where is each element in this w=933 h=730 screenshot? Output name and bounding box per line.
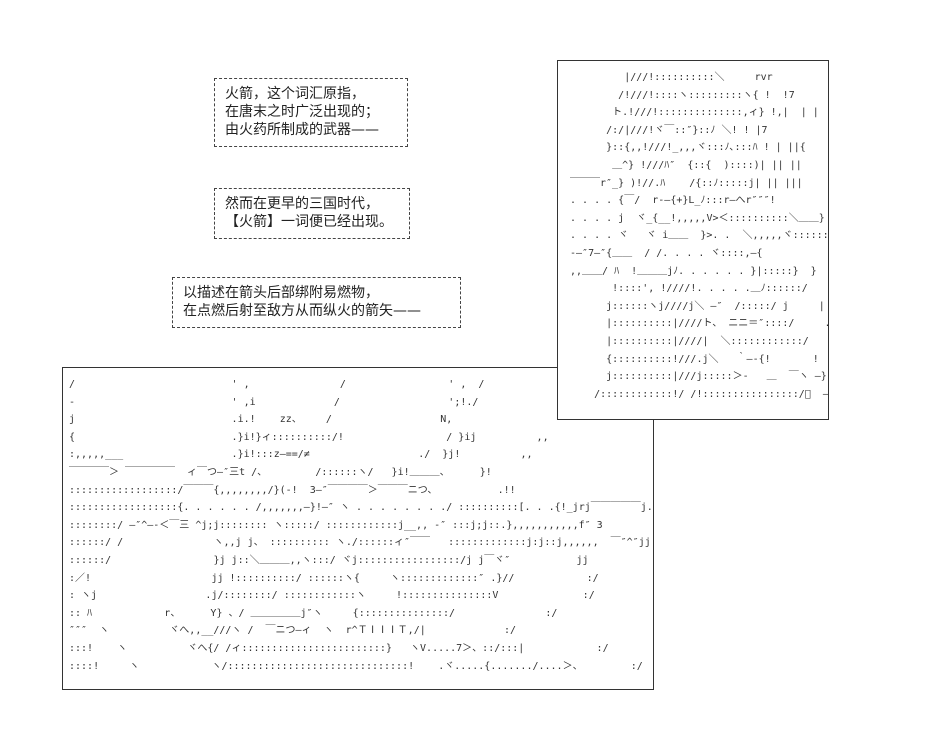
ascii-art-line: :: ﾊ r、 Y} 、/ ＿＿＿＿＿j″ヽ {:::::::::::::::/…	[69, 607, 558, 619]
ascii-art-line: : ヽj .j/::::::::/ ::::::::::::ヽ !:::::::…	[69, 590, 595, 602]
ascii-art-line: :::! ヽ ヾへ{/ /ィ::::::::::::::::::::::::} …	[69, 642, 609, 654]
caption-line: 火箭，这个词汇原指，	[225, 86, 365, 102]
ascii-art-line: . . . . j ヾ_{__!,,,,,V>＜::::::::::＼＿＿}	[564, 212, 825, 224]
ascii-art-rockets: / ' , / ' , / - ' ,i / ';!./ j .i.! zz、 / …	[69, 376, 653, 675]
ascii-art-line: |::::::::::|////ト、 ニニ＝″::::/ .|	[564, 318, 829, 330]
ascii-art-line: :／! jj !::::::::::/ ::::::ヽ{ ヽ::::::::::…	[69, 572, 599, 584]
ascii-art-line: /:/|///!ヾ￣::″}::ﾉ ＼! ! |7	[564, 124, 768, 136]
ascii-art-line: {::::::::::!///.j＼ ｀―-{! !	[564, 353, 819, 365]
ascii-art-line: j::::::::::|///j:::::＞- ＿ ￣ヽ ―}	[564, 371, 827, 383]
ascii-art-character: |///!::::::::::＼ rvr /!///!::::ヽ::::::::…	[564, 69, 828, 403]
ascii-art-line: !::::', !////!. . . . .＿ﾉ::::::/ .;	[564, 283, 829, 295]
ascii-art-line: ::::::/ / ヽ,,j j、 :::::::::: ヽ./::::::ィ″…	[69, 537, 651, 549]
ascii-art-line: |::::::::::|////| ＼::::::::::::/ !	[564, 335, 829, 347]
ascii-art-line: . . . . {￣/ r-―{+}L_ﾉ:::r―へr″″″!	[564, 195, 776, 207]
caption-box-1: 火箭，这个词汇原指， 在唐末之时广泛出现的； 由火药所制成的武器——	[214, 78, 408, 147]
ascii-art-line: { .}i!}ィ::::::::::/! / }ij ,,	[69, 431, 549, 443]
ascii-art-line: ::::::::::::::::::{. . . . . . /,,,,,,,―…	[69, 502, 654, 514]
ascii-art-line: j::::::ヽj////j＼ ―″ /:::::/ j |	[564, 300, 825, 312]
ascii-art-line: ::::::::::::::::::/￣￣￣{,,,,,,,,/}(-! 3―″…	[69, 484, 516, 496]
caption-line: 在点燃后射至敌方从而纵火的箭矢——	[183, 303, 421, 319]
ascii-art-line: ＿^} !///ﾊ″ {::{ )::::)| || ||	[564, 159, 802, 171]
caption-line: 由火药所制成的武器——	[225, 122, 379, 138]
caption-line: 然而在更早的三国时代，	[225, 196, 379, 212]
ascii-art-line: / ' , / ' , /	[69, 379, 485, 390]
ascii-art-line: ::::! ヽ ヽ/::::::::::::::::::::::::::::::…	[69, 660, 643, 672]
ascii-art-line: /::::::::::::!/ /!::::::::::::::::/ﾞ ―-―…	[594, 388, 829, 400]
ascii-art-line: ,,＿＿/ ﾊ !＿＿＿jﾉ. . . . . . }|:::::} }	[564, 265, 817, 277]
caption-box-3: 以描述在箭头后部绑附易燃物， 在点燃后射至敌方从而纵火的箭矢——	[172, 277, 461, 328]
caption-box-2: 然而在更早的三国时代， 【火箭】一词便已经出现。	[214, 188, 410, 239]
ascii-art-line: ト.!///!::::::::::::::,ィ} !,| | |	[564, 107, 819, 119]
ascii-art-line: . . . . ヾ ヾ i＿＿ }>. . ＼,,,,,ヾ::::::!	[564, 230, 829, 242]
ascii-art-line: :,,,,,___ .}i!:::z―==/≠ ./ }j! ,,	[69, 449, 533, 461]
ascii-art-line: |///!::::::::::＼ rvr	[564, 72, 773, 83]
caption-line: 以描述在箭头后部绑附易燃物，	[183, 285, 379, 301]
ascii-art-line: - ' ,i / ';!./	[69, 396, 479, 408]
ascii-art-line: ::::::::/ ―″^―-＜￣三 ^j;j:::::::: ヽ:::::/ …	[69, 519, 603, 531]
ascii-art-panel-character: |///!::::::::::＼ rvr /!///!::::ヽ::::::::…	[557, 60, 829, 420]
ascii-art-line: ::::::/ }j j::＼＿＿＿,,ヽ:::/ ヾj::::::::::::…	[69, 554, 589, 566]
ascii-art-line: -―″7―″{＿＿ / /. . . . ヾ::::,―{	[564, 247, 763, 259]
ascii-art-line: j .i.! zz、 / N,	[69, 414, 453, 426]
ascii-art-line: ￣￣￣r″_} )!//.ﾊ /{::ﾉ:::::j| || |||	[564, 177, 803, 189]
ascii-art-line: }::{,,!///!_,,,ヾ:::ﾉ､:::ﾊ ! | ||{	[564, 142, 806, 154]
ascii-art-panel-rockets: / ' , / ' , / - ' ,i / ';!./ j .i.! zz、 / …	[62, 367, 654, 690]
caption-line: 【火箭】一词便已经出现。	[225, 214, 393, 230]
caption-line: 在唐末之时广泛出现的；	[225, 104, 379, 120]
ascii-art-line: ￣￣￣￣＞ ￣￣￣￣￣ ィ￣つ―″三t /、 /::::::ヽ/ }i!＿＿＿、…	[69, 466, 492, 478]
ascii-art-line: ″″″ ヽ ヾへ,,__///ヽ / ￣ニつ―ィ ヽ r^ＴⅠⅠⅠＴ,/| :/	[69, 625, 517, 637]
ascii-art-line: /!///!::::ヽ:::::::::ヽ{ ! !7	[564, 89, 795, 101]
